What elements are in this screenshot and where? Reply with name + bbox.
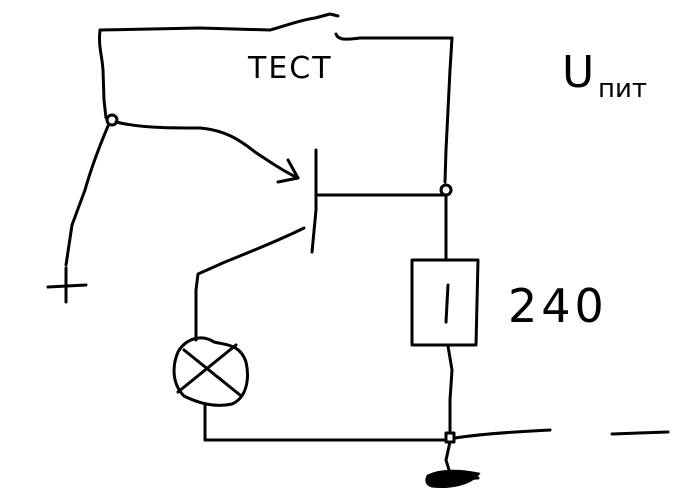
supply-voltage-subscript: пит <box>598 74 647 104</box>
ground-lead <box>444 440 452 472</box>
ground-symbol <box>425 440 481 488</box>
resistor-body <box>410 258 480 347</box>
top-wire-left <box>98 12 340 32</box>
left-wire-upper <box>97 28 108 120</box>
lamp-cross-1 <box>182 348 242 397</box>
resistor-bottom-lead <box>446 344 454 434</box>
transistor <box>194 148 448 292</box>
left-junction-node <box>105 113 119 127</box>
ground-bar <box>430 476 480 482</box>
base-wire <box>114 120 300 180</box>
resistor-value-label: 240 <box>508 279 608 333</box>
left-wire-lower <box>64 124 110 267</box>
resistor-inner-mark <box>444 283 450 324</box>
lamp <box>172 288 249 442</box>
resistor <box>410 258 480 347</box>
test-switch <box>98 12 454 41</box>
plus-terminal <box>46 266 88 304</box>
supply-voltage-label: U <box>562 47 594 98</box>
right-wire-upper <box>443 36 454 184</box>
minus-terminal-line <box>610 430 670 436</box>
top-wire-right <box>334 32 454 41</box>
transistor-emitter-wire <box>194 226 306 292</box>
lamp-cross-2 <box>176 343 238 394</box>
lamp-bulb <box>172 336 249 407</box>
base-arrow <box>276 158 300 184</box>
right-junction-node <box>439 183 453 197</box>
transistor-bar <box>310 148 318 254</box>
minus-wire <box>453 428 552 440</box>
test-label: TECT <box>247 51 333 86</box>
